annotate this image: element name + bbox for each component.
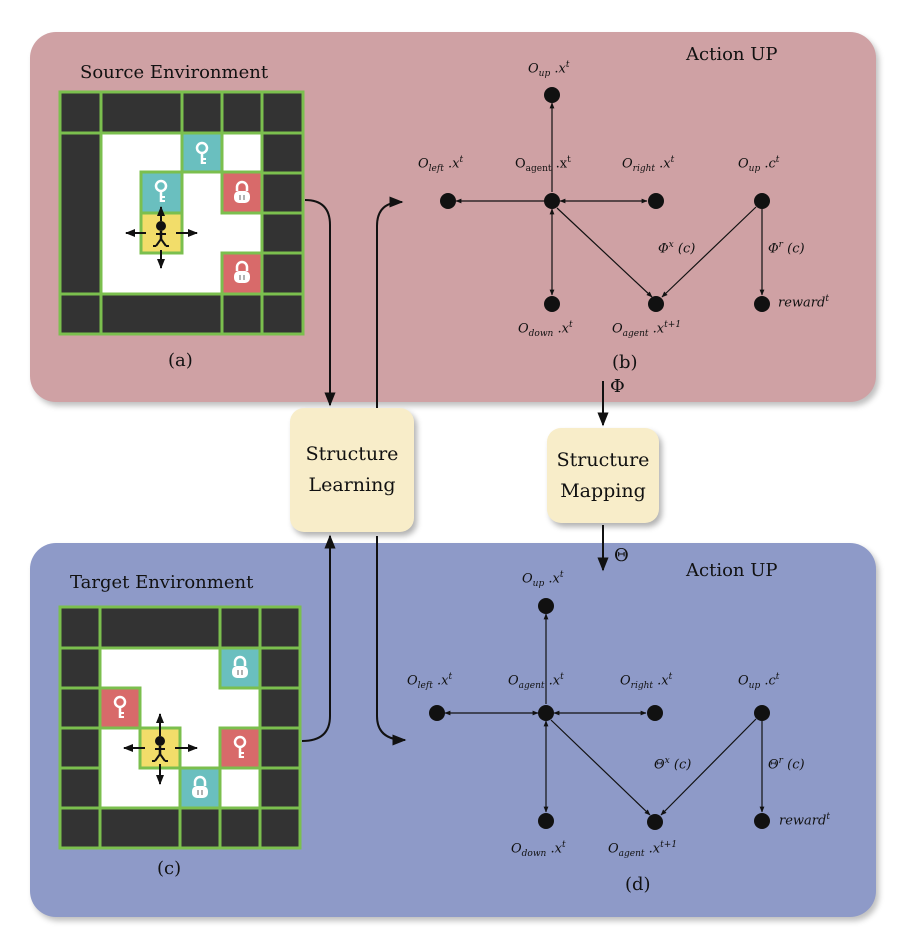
- tgt-o-down-label: Odown .xt: [511, 840, 566, 859]
- source-action-title: Action UP: [686, 44, 778, 65]
- tgt-reward-label: rewardt: [779, 812, 830, 829]
- tgt-o-right-label: Oright .xt: [620, 672, 673, 691]
- src-o-right-label: Oright .xt: [622, 155, 675, 174]
- src-o-down-label: Odown .xt: [518, 320, 573, 339]
- source-graph-nodes: [440, 87, 770, 312]
- tgt-o-left-label: Oleft .xt: [407, 672, 453, 691]
- connectors: [301, 196, 609, 746]
- source-grid: [58, 90, 305, 336]
- source-environment-title: Source Environment: [80, 62, 269, 83]
- source-graph-edges: [455, 102, 765, 298]
- target-graph-edges: [444, 613, 765, 816]
- caption-b: (b): [612, 352, 638, 373]
- target-environment-title: Target Environment: [70, 572, 254, 593]
- src-o-left-label: Oleft .xt: [418, 155, 464, 174]
- tgt-o-agent-next-label: Oagent .xt+1: [608, 840, 678, 859]
- tgt-o-agent-label: Oagent .xt: [508, 672, 564, 691]
- tgt-o-up-label: Oup .xt: [522, 570, 564, 589]
- src-o-agent-label: Oagent .xt: [515, 155, 571, 174]
- src-phi-x-label: Φx (c): [658, 240, 696, 257]
- src-phi-r-label: Φr (c): [768, 240, 805, 257]
- theta-label: Θ: [614, 545, 629, 566]
- src-reward-label: rewardt: [778, 294, 829, 311]
- structure-mapping-box: Structure Mapping: [547, 428, 659, 523]
- src-o-up-label: Oup .xt: [528, 60, 570, 79]
- structure-learning-box: Structure Learning: [290, 408, 414, 532]
- tgt-theta-x-label: Θx (c): [654, 756, 692, 773]
- caption-d: (d): [625, 874, 651, 895]
- target-graph-nodes: [429, 598, 770, 830]
- phi-label: Φ: [610, 376, 625, 397]
- tgt-theta-r-label: Θr (c): [768, 756, 805, 773]
- src-o-upc-label: Oup .ct: [738, 155, 780, 174]
- src-o-agent-next-label: Oagent .xt+1: [612, 320, 682, 339]
- move-arrows-target: [123, 713, 198, 785]
- caption-a: (a): [168, 350, 193, 371]
- target-grid: [58, 605, 302, 850]
- target-action-title: Action UP: [686, 560, 778, 581]
- move-arrows-source: [125, 206, 198, 269]
- caption-c: (c): [157, 858, 182, 879]
- tgt-o-upc-label: Oup .ct: [738, 672, 780, 691]
